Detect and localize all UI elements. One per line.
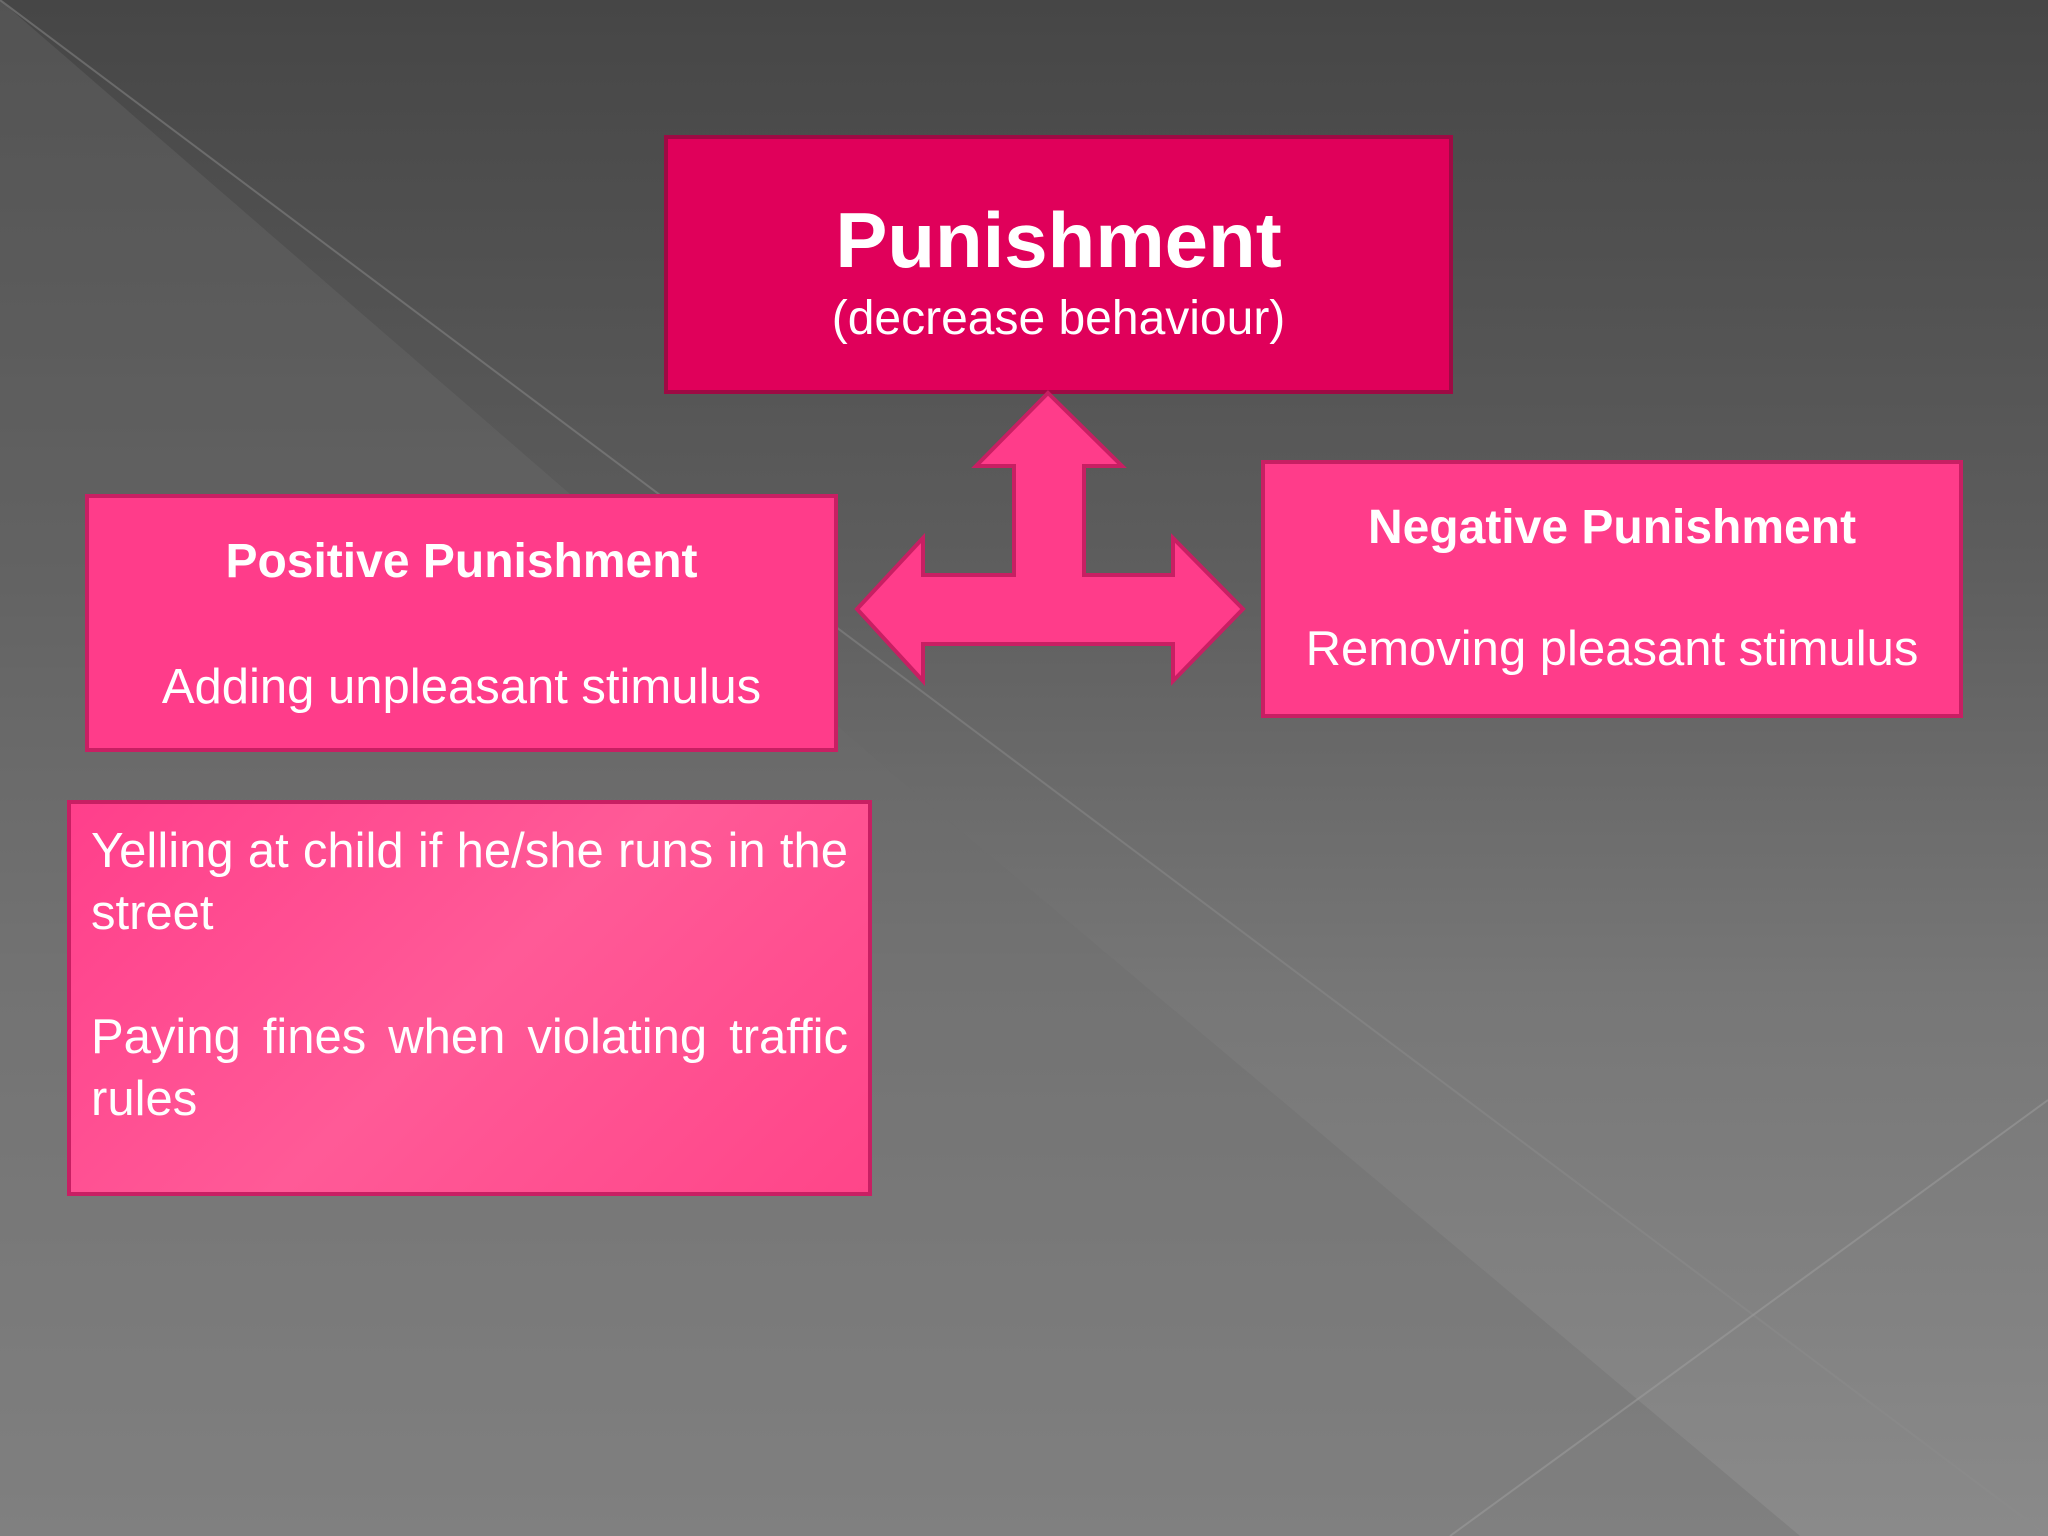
example-item: Yelling at child if he/she runs in the s…	[91, 824, 848, 940]
examples-box: Yelling at child if he/she runs in the s…	[67, 800, 872, 1196]
example-spacer	[91, 944, 848, 1006]
punishment-title-box: Punishment (decrease behaviour)	[664, 135, 1453, 394]
example-item: Paying fines when violating traffic rule…	[91, 1010, 848, 1126]
positive-punishment-box: Positive Punishment Adding unpleasant st…	[85, 494, 838, 752]
title: Punishment	[835, 196, 1282, 284]
positive-punishment-heading: Positive Punishment	[225, 535, 698, 588]
negative-punishment-description: Removing pleasant stimulus	[1305, 622, 1919, 676]
negative-punishment-box: Negative Punishment Removing pleasant st…	[1261, 460, 1963, 718]
subtitle: (decrease behaviour)	[831, 292, 1286, 345]
connector-arrow-shape	[854, 390, 1246, 687]
negative-punishment-heading: Negative Punishment	[1367, 501, 1857, 554]
positive-punishment-description: Adding unpleasant stimulus	[161, 660, 762, 714]
background-diagonal-line-2	[1449, 1099, 2048, 1536]
